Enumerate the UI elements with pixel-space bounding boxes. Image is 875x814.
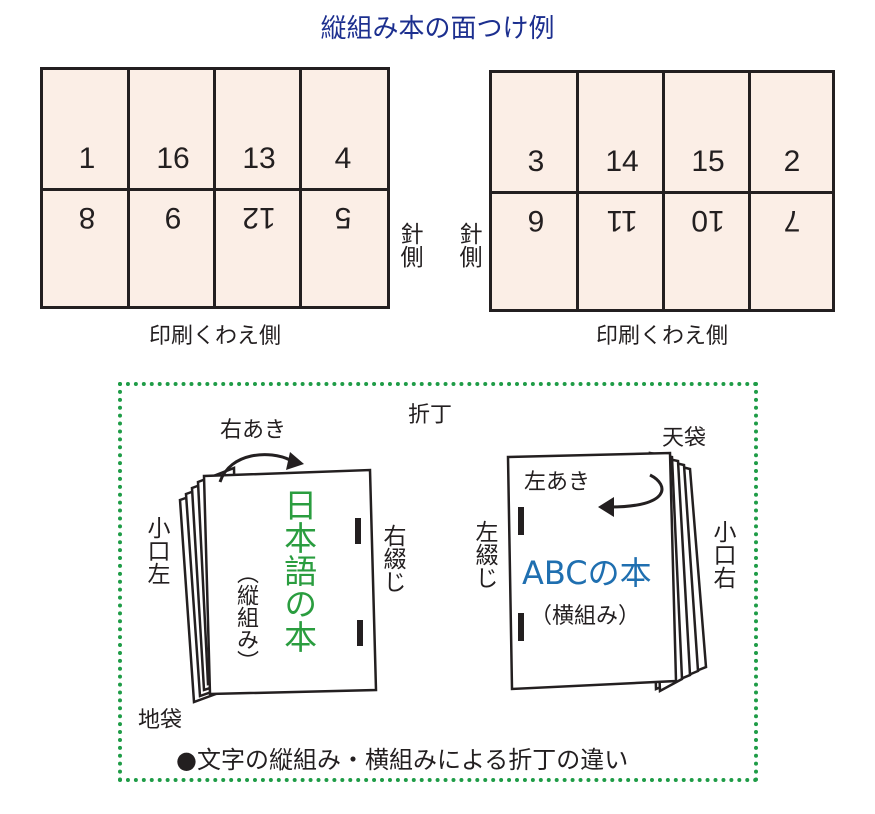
page-number: 4 (334, 142, 352, 175)
horizontal-setting-note: （横組み） (530, 604, 641, 629)
abc-book-title: ABCの本 (522, 554, 652, 592)
page-number: 2 (783, 145, 801, 178)
left-sheet-caption: 印刷くわえ側 (148, 324, 281, 349)
left-binding-label: 左綴じ (471, 520, 497, 589)
left-book-illustration (178, 452, 378, 704)
right-binding-label: 右綴じ (379, 524, 405, 593)
page-number: 6 (527, 204, 545, 237)
page-number: 7 (783, 204, 801, 237)
vertical-setting-note: （縦組み） (233, 562, 258, 672)
needle-side-label-left: 針側 (396, 222, 422, 268)
page-number: 3 (527, 145, 545, 178)
open-right-label: 右あき (220, 418, 287, 443)
edge-right-label: 小口右 (709, 520, 735, 589)
page-number: 11 (606, 204, 638, 237)
fold-section-caption: ●文字の縦組み・横組みによる折丁の違い (176, 746, 629, 774)
right-sheet: 3 14 15 2 6 11 10 7 (489, 70, 835, 312)
left-sheet: 1 16 13 4 8 9 12 5 (40, 67, 390, 309)
page-title: 縦組み本の面つけ例 (320, 14, 555, 44)
page-number: 8 (78, 201, 96, 234)
page-number: 16 (156, 142, 190, 175)
page-number: 13 (242, 142, 276, 175)
edge-left-label: 小口左 (143, 516, 169, 585)
japanese-book-title: 日本語の本 (278, 488, 318, 653)
page-number: 12 (242, 201, 276, 234)
fold-section-frame (118, 382, 758, 782)
page-number: 1 (78, 142, 96, 175)
page-number: 5 (334, 201, 352, 234)
right-sheet-caption: 印刷くわえ側 (595, 324, 728, 349)
page-number: 15 (691, 145, 725, 178)
open-left-label: 左あき (524, 470, 591, 495)
top-bag-label: 天袋 (662, 426, 707, 451)
bottom-bag-label: 地袋 (138, 708, 183, 733)
page-number: 14 (605, 145, 639, 178)
right-book-illustration (506, 451, 708, 694)
page-number: 9 (164, 201, 182, 234)
needle-side-label-right: 針側 (455, 222, 481, 268)
page-number: 10 (691, 204, 725, 237)
fold-section-title: 折丁 (408, 403, 453, 428)
